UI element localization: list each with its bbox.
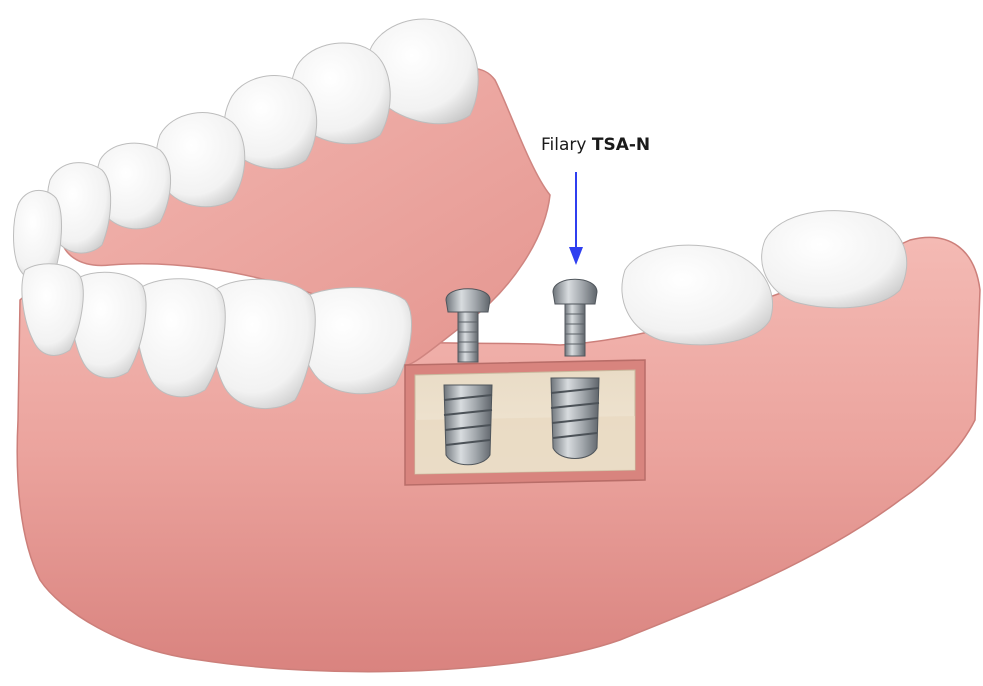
implant-screw-icon bbox=[551, 378, 599, 459]
bone-cutaway bbox=[405, 360, 645, 485]
label-product: TSA-N bbox=[592, 135, 650, 155]
pointer-arrow-icon bbox=[569, 172, 583, 265]
implant-label: Filary TSA-N bbox=[541, 135, 650, 155]
label-prefix: Filary bbox=[541, 135, 586, 155]
implant-screw-icon bbox=[444, 385, 492, 465]
